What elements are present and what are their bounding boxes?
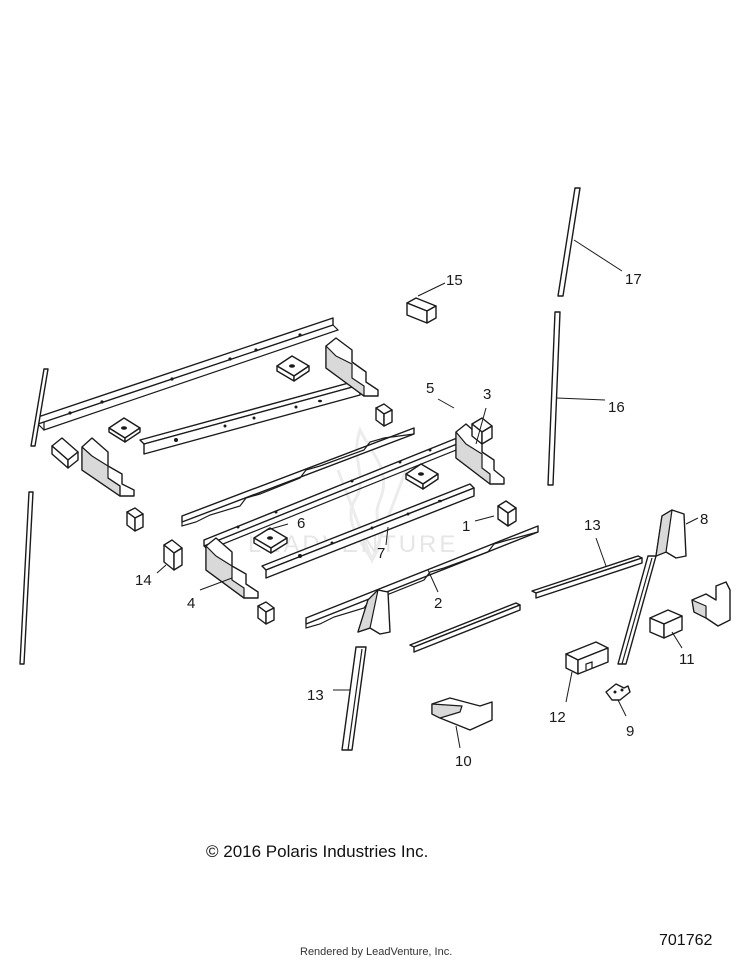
pad-upper-left bbox=[108, 417, 141, 443]
part-13-post-left bbox=[341, 646, 367, 751]
left-rod-upper bbox=[30, 368, 49, 447]
part-10-bracket bbox=[431, 697, 493, 731]
callout-5: 5 bbox=[426, 380, 434, 397]
callout-12: 12 bbox=[549, 709, 566, 726]
right-end-bracket bbox=[691, 581, 731, 627]
part-15-block bbox=[406, 297, 437, 324]
callout-13-right: 13 bbox=[584, 517, 601, 534]
rendered-by-credit: Rendered by LeadVenture, Inc. bbox=[300, 946, 453, 958]
copyright-notice: © 2016 Polaris Industries Inc. bbox=[206, 842, 429, 861]
part-7-bar bbox=[261, 483, 475, 579]
left-small-block bbox=[51, 437, 79, 469]
callout-14: 14 bbox=[135, 572, 152, 589]
callout-15: 15 bbox=[446, 272, 463, 289]
part-13-bar-right bbox=[531, 555, 643, 599]
part-17-rod bbox=[557, 187, 581, 297]
part-14-block bbox=[163, 539, 183, 571]
callout-9: 9 bbox=[626, 723, 634, 740]
small-block-b bbox=[126, 507, 144, 532]
pad-middle bbox=[405, 463, 439, 490]
small-block-c bbox=[471, 417, 493, 445]
left-rod-lower bbox=[19, 491, 34, 665]
callout-4: 4 bbox=[187, 595, 195, 612]
callout-17: 17 bbox=[625, 271, 642, 288]
pad-upper-right bbox=[276, 355, 310, 382]
callout-8: 8 bbox=[700, 511, 708, 528]
upper-bracket bbox=[325, 337, 379, 397]
part-11-block bbox=[649, 609, 683, 639]
part-9-clip bbox=[605, 683, 631, 701]
part-12-block bbox=[565, 641, 609, 675]
callout-10: 10 bbox=[455, 753, 472, 770]
callout-13-left: 13 bbox=[307, 687, 324, 704]
diagram-number: 701762 bbox=[659, 932, 713, 949]
leader-lines bbox=[156, 239, 699, 749]
slotted-bar-upper bbox=[139, 380, 361, 455]
gusset-front bbox=[357, 589, 391, 635]
part-2-rail bbox=[305, 525, 539, 629]
callout-6: 6 bbox=[297, 515, 305, 532]
part-8-gusset bbox=[655, 509, 687, 559]
part-1-block bbox=[497, 500, 517, 527]
part-16-rod bbox=[547, 311, 561, 486]
part-4-bracket bbox=[205, 537, 259, 599]
callout-16: 16 bbox=[608, 399, 625, 416]
small-block-d bbox=[257, 601, 275, 625]
callout-3: 3 bbox=[483, 386, 491, 403]
left-bracket bbox=[81, 437, 135, 497]
callout-7: 7 bbox=[377, 545, 385, 562]
callouts: 15 17 16 5 3 1 6 7 4 13 8 2 14 11 12 9 1… bbox=[135, 271, 708, 770]
part-6-pad bbox=[253, 527, 288, 554]
slotted-rail-middle bbox=[181, 427, 415, 527]
right-post bbox=[617, 555, 657, 665]
lower-flat-bar bbox=[409, 602, 521, 653]
small-block-a bbox=[375, 403, 393, 427]
callout-11: 11 bbox=[679, 651, 695, 668]
callout-2: 2 bbox=[434, 595, 442, 612]
callout-1: 1 bbox=[462, 518, 470, 535]
